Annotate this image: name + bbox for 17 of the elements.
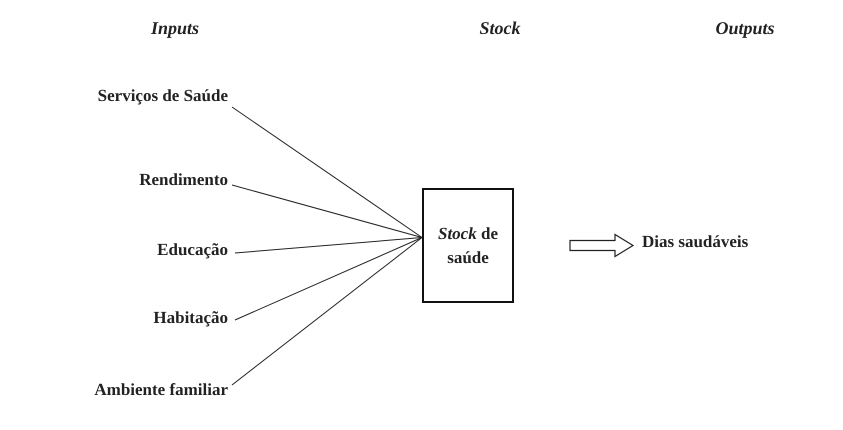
stock-text: Stock de saúde [437, 222, 499, 268]
connector-line [232, 237, 422, 386]
column-heading: Outputs [715, 18, 775, 39]
connector-line [232, 184, 422, 238]
connector-line [234, 237, 422, 320]
connector-line [232, 106, 422, 238]
node-label: Serviços de Saúde [15, 86, 228, 108]
node-label: Habitação [15, 308, 228, 330]
column-heading: Inputs [150, 18, 200, 39]
column-heading: Stock [480, 18, 520, 39]
node-label: Rendimento [15, 170, 228, 192]
stock-box [422, 188, 514, 303]
hollow-arrow [569, 233, 634, 258]
node-label: Ambiente familiar [15, 380, 228, 402]
connector-line [234, 237, 422, 254]
node-label: Dias saudáveis [642, 232, 832, 254]
node-label: Educação [15, 240, 228, 262]
